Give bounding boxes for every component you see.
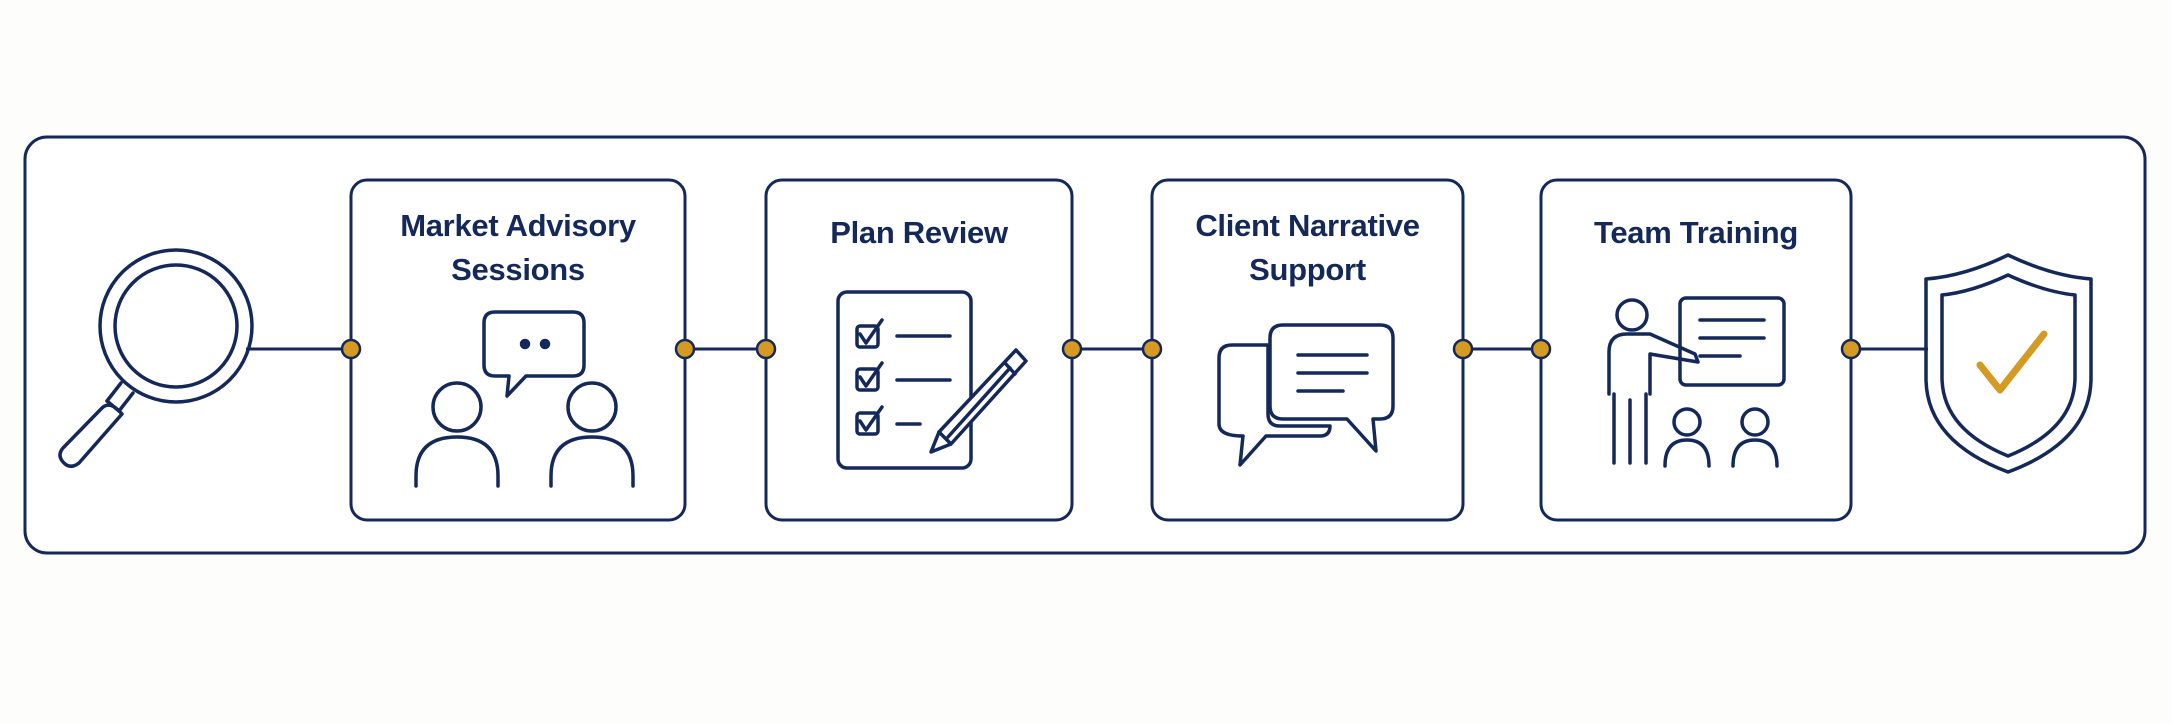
step-title-line: Support [1249, 252, 1366, 287]
checkbox-icon [855, 361, 952, 392]
presentation-training-icon [1607, 296, 1786, 468]
step-title-line: Market Advisory [400, 208, 636, 243]
connector-dot [1452, 338, 1474, 360]
connector-dot [1530, 338, 1552, 360]
step-title-2: Plan Review [766, 211, 1072, 255]
checklist-pencil-icon [836, 290, 1028, 470]
magnifying-glass-icon [58, 248, 254, 468]
chat-bubbles-icon [1217, 323, 1395, 467]
connector-dot [1840, 338, 1862, 360]
connector-dot [674, 338, 696, 360]
connector-dot [340, 338, 362, 360]
step-boxes [349, 178, 1853, 522]
pencil-icon [929, 348, 1028, 454]
step-title-line: Client Narrative [1195, 208, 1420, 243]
advisory-discussion-icon [414, 310, 635, 488]
step-title-1: Market Advisory Sessions [351, 204, 685, 292]
checkbox-icon [855, 318, 952, 349]
connector-dot [1061, 338, 1083, 360]
connector-dots [340, 338, 1862, 360]
connector-dot [755, 338, 777, 360]
step-title-4: Team Training [1541, 211, 1851, 255]
step-title-line: Team Training [1594, 215, 1798, 250]
checkbox-icon [855, 405, 922, 436]
connector-dot [1141, 338, 1163, 360]
step-title-line: Plan Review [830, 215, 1008, 250]
shield-check-icon [1924, 253, 2093, 474]
step-title-3: Client Narrative Support [1152, 204, 1463, 292]
step-title-line: Sessions [451, 252, 585, 287]
